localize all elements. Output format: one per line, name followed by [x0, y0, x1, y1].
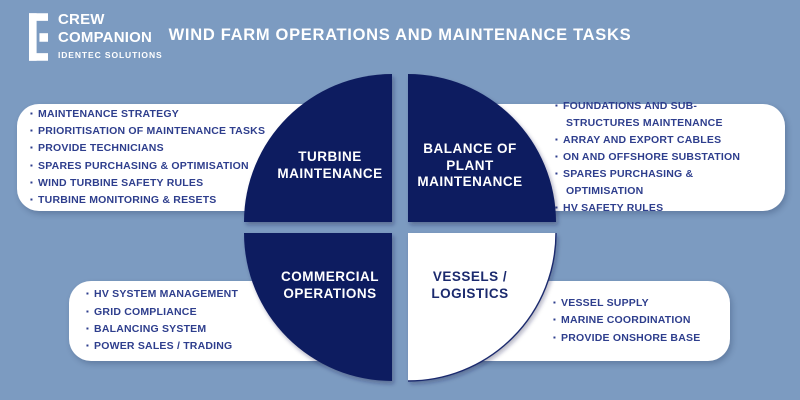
- task-item: ARRAY AND EXPORT CABLES: [555, 132, 763, 149]
- task-item: HV SYSTEM MANAGEMENT: [86, 286, 340, 303]
- logo-subtitle: IDENTEC SOLUTIONS: [58, 50, 163, 60]
- task-item: MAINTENANCE STRATEGY: [30, 106, 340, 123]
- logo-text: CREW COMPANION IDENTEC SOLUTIONS: [58, 11, 163, 62]
- task-item: VESSEL SUPPLY: [553, 295, 730, 312]
- task-item: PROVIDE ONSHORE BASE: [553, 330, 730, 347]
- task-item: PRIORITISATION OF MAINTENANCE TASKS: [30, 123, 340, 140]
- task-item: WIND TURBINE SAFETY RULES: [30, 175, 340, 192]
- crew-companion-logo-icon: [29, 13, 48, 61]
- turbine-task-list: MAINTENANCE STRATEGYPRIORITISATION OF MA…: [30, 106, 340, 210]
- task-item: FOUNDATIONS AND SUB-STRUCTURES MAINTENAN…: [555, 98, 763, 132]
- vessels-task-list: VESSEL SUPPLYMARINE COORDINATIONPROVIDE …: [553, 295, 730, 347]
- task-item: TURBINE MONITORING & RESETS: [30, 192, 340, 209]
- balance-task-list: FOUNDATIONS AND SUB-STRUCTURES MAINTENAN…: [555, 98, 763, 217]
- task-item: ON AND OFFSHORE SUBSTATION: [555, 149, 763, 166]
- task-item: SPARES PURCHASING & OPTIMISATION: [30, 158, 340, 175]
- crew-companion-logo: CREW COMPANION IDENTEC SOLUTIONS: [29, 11, 163, 62]
- logo-brand-line2: COMPANION: [58, 28, 153, 46]
- task-item: PROVIDE TECHNICIANS: [30, 140, 340, 157]
- logo-brand-line1: CREW: [58, 11, 105, 28]
- task-item: POWER SALES / TRADING: [86, 338, 340, 355]
- turbine-maintenance-task-box: MAINTENANCE STRATEGYPRIORITISATION OF MA…: [17, 104, 340, 211]
- balance-of-plant-label: BALANCE OF PLANT MAINTENANCE: [417, 141, 523, 189]
- vessels-logistics-label: VESSELS / LOGISTICS: [431, 269, 509, 301]
- task-item: SPARES PURCHASING & OPTIMISATION: [555, 166, 763, 200]
- task-item: BALANCING SYSTEM: [86, 321, 340, 338]
- commercial-task-list: HV SYSTEM MANAGEMENTGRID COMPLIANCEBALAN…: [86, 286, 340, 355]
- page-title: WIND FARM OPERATIONS AND MAINTENANCE TAS…: [168, 26, 632, 44]
- task-item: HV SAFETY RULES: [555, 200, 763, 217]
- task-item: MARINE COORDINATION: [553, 312, 730, 329]
- task-item: GRID COMPLIANCE: [86, 304, 340, 321]
